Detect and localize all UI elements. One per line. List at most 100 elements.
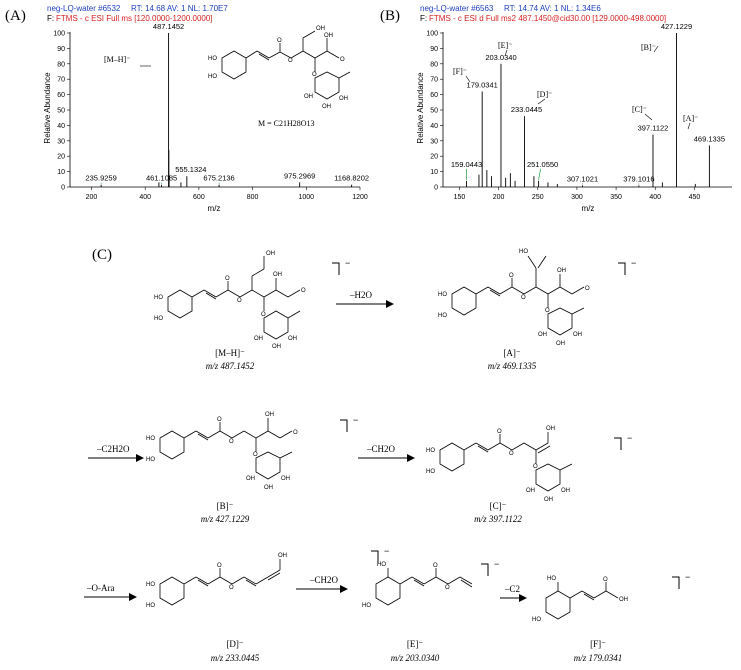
step-label-4: –O-Ara <box>86 583 115 593</box>
peak-label: 487.1452 <box>153 22 184 31</box>
panel-a-header-id: neg-LQ-water #6532 <box>47 4 121 13</box>
ion-m-mz: m/z 487.1452 <box>206 361 255 371</box>
structure-c-atoms: HO HO O O OH O OH OH OH <box>426 426 570 503</box>
svg-text:O: O <box>533 464 538 470</box>
svg-text:O: O <box>237 298 242 304</box>
structure-f-atoms: HO HO O OH <box>532 576 628 623</box>
precursor-structure-a-atoms: HO HO O O OH OH O O OH OH OH <box>208 26 348 110</box>
step-label-5: –CH2O <box>309 575 339 585</box>
y-tick-label: 30 <box>430 138 438 145</box>
svg-text:HO: HO <box>547 576 556 582</box>
svg-text:O: O <box>509 451 514 457</box>
tag-d: [D]⁻ <box>537 90 552 99</box>
peak-label: 469.1335 <box>694 134 725 143</box>
structure-m-h-atoms: HO HO O O OH OH O O OH OH OH <box>154 251 306 350</box>
ion-e-name: [E]⁻ <box>407 639 423 649</box>
peak-label: 233.0445 <box>511 105 542 114</box>
svg-text:HO: HO <box>146 603 155 609</box>
panel-c-label: (C) <box>92 247 112 263</box>
ion-e-mz: m/z 203.0340 <box>391 653 440 663</box>
reaction-arrows <box>84 300 527 602</box>
y-tick-label: 0 <box>434 185 438 192</box>
peak-label: 555.1324 <box>175 165 206 174</box>
svg-text:OH: OH <box>619 597 628 603</box>
structure-f <box>545 582 619 620</box>
svg-text:O: O <box>603 577 608 583</box>
svg-text:−: − <box>685 572 690 582</box>
ion-a-name: [A]⁻ <box>503 348 520 358</box>
svg-text:OH: OH <box>324 33 333 39</box>
peak-label: 461.1085 <box>146 174 177 183</box>
panel-a-label: (A) <box>5 8 26 24</box>
peak-label: 1168.8202 <box>334 174 369 183</box>
svg-text:HO: HO <box>532 617 541 623</box>
panel-a-ylabel: Relative Abundance <box>43 72 52 144</box>
svg-text:O: O <box>217 417 222 423</box>
svg-text:OH: OH <box>339 96 348 102</box>
precursor-structure-a <box>221 30 351 100</box>
svg-text:O: O <box>312 72 317 78</box>
x-tick-label: 150 <box>454 194 466 201</box>
ion-c-mz: m/z 397.1122 <box>474 514 522 524</box>
svg-text:O: O <box>217 563 222 569</box>
panel-a-header-prefix: F: <box>47 14 54 23</box>
peak-label: 379.1016 <box>623 174 654 183</box>
svg-text:O: O <box>229 439 234 445</box>
peak-label: 427.1229 <box>661 22 692 31</box>
y-tick-label: 70 <box>430 77 438 84</box>
svg-text:OH: OH <box>538 332 547 338</box>
svg-text:HO: HO <box>146 436 155 442</box>
svg-text:O: O <box>277 38 282 44</box>
ion-b-mz: m/z 427.1229 <box>201 514 250 524</box>
svg-text:HO: HO <box>146 582 155 588</box>
panel-b-peaks: 427.1229203.0340179.0341233.0445397.1122… <box>451 22 725 187</box>
structure-c <box>439 432 573 492</box>
svg-text:OH: OH <box>316 26 325 32</box>
y-tick-label: 40 <box>57 123 65 130</box>
svg-text:HO: HO <box>377 562 386 568</box>
tag-c: [C]⁻ <box>632 105 647 114</box>
panel-b-header-prefix: F: <box>420 14 427 23</box>
y-tick-label: 0 <box>61 185 65 192</box>
x-tick-label: 250 <box>532 194 544 201</box>
panel-b: (B) neg-LQ-water #6563 RT: 14.74 AV: 1 N… <box>380 4 732 213</box>
svg-text:O: O <box>288 58 293 64</box>
structure-d <box>159 559 281 606</box>
y-tick-label: 20 <box>430 154 438 161</box>
x-tick-label: 300 <box>571 194 583 201</box>
x-tick-label: 200 <box>86 194 98 201</box>
svg-text:OH: OH <box>304 94 313 100</box>
svg-text:OH: OH <box>322 104 331 110</box>
x-tick-label: 450 <box>689 194 701 201</box>
panel-b-header-rest: RT: 14.74 AV: 1 NL: 1.34E6 <box>504 4 601 13</box>
svg-text:O: O <box>585 286 590 292</box>
y-tick-label: 10 <box>57 169 65 176</box>
panel-b-fragment-tags: [E]⁻ [F]⁻ [D]⁻ [B]⁻ [C]⁻ [A]⁻ <box>453 41 698 123</box>
svg-text:O: O <box>545 308 550 314</box>
y-tick-label: 30 <box>57 138 65 145</box>
svg-text:OH: OH <box>281 476 290 482</box>
structure-e-atoms: HO HO O O <box>362 562 450 609</box>
peak-label: 975.2969 <box>284 171 315 180</box>
svg-text:HO: HO <box>146 457 155 463</box>
svg-text:HO: HO <box>438 292 447 298</box>
svg-text:−: − <box>627 433 632 443</box>
y-tick-label: 50 <box>430 108 438 115</box>
ion-d-mz: m/z 233.0445 <box>211 653 260 663</box>
structure-a-atoms: HO HO O O HO OH O O OH OH OH <box>438 249 590 347</box>
ion-labels: [M–H]⁻ m/z 487.1452 [A]⁻ m/z 469.1335 [B… <box>201 348 623 663</box>
x-tick-label: 1200 <box>352 194 368 201</box>
y-tick-label: 100 <box>426 31 438 38</box>
y-tick-label: 60 <box>430 92 438 99</box>
y-tick-label: 40 <box>430 123 438 130</box>
ion-f-mz: m/z 179.0341 <box>574 653 623 663</box>
y-tick-label: 90 <box>57 46 65 53</box>
svg-text:OH: OH <box>272 344 281 350</box>
svg-text:OH: OH <box>557 268 566 274</box>
svg-text:HO: HO <box>154 316 163 322</box>
svg-text:HO: HO <box>208 74 217 80</box>
y-tick-label: 60 <box>57 92 65 99</box>
